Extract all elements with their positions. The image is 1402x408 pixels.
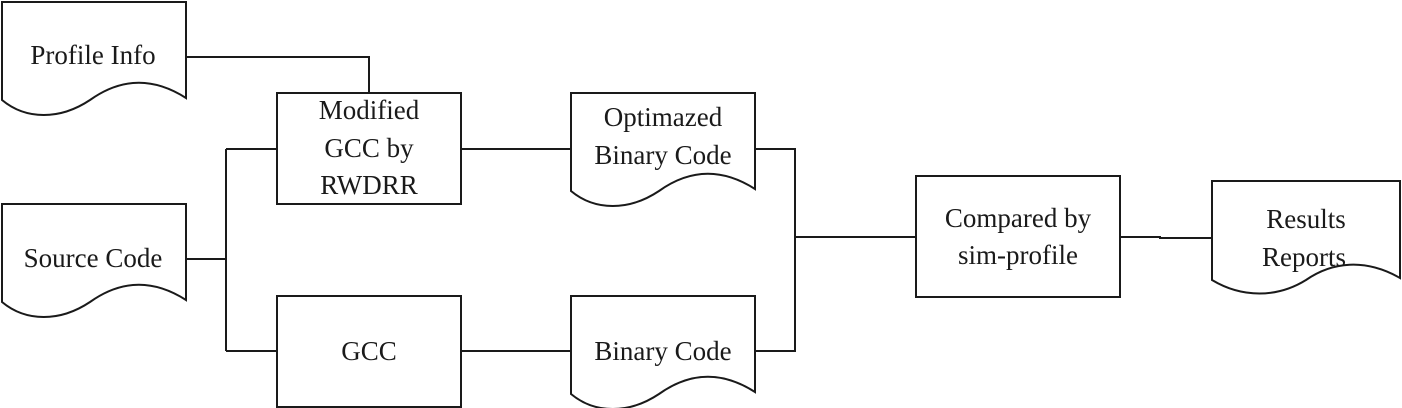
gcc-process: GCC [276, 295, 462, 408]
optimized-binary-line-2: Binary Code [594, 140, 731, 170]
connector-profile-to-modified-gcc [186, 56, 370, 93]
source-code-label: Source Code [24, 243, 163, 273]
modified-gcc-process: Modified GCC by RWDRR [276, 92, 462, 205]
source-code-document: Source Code [1, 203, 187, 318]
process-box [276, 92, 462, 205]
process-box [915, 175, 1121, 298]
compare-line-2: sim-profile [958, 240, 1078, 270]
document-shape [1, 1, 187, 116]
document-shape [570, 92, 756, 207]
modified-gcc-line-2: GCC by [324, 133, 414, 163]
document-shape [570, 295, 756, 408]
profile-info-label: Profile Info [30, 40, 155, 70]
connector-optimized-out [755, 148, 796, 352]
binary-code-document: Binary Code [570, 295, 756, 408]
process-box [276, 295, 462, 408]
document-shape [1211, 180, 1401, 295]
connector-compare-to-results [1120, 236, 1212, 239]
modified-gcc-line-1: Modified [319, 95, 420, 125]
results-line-2: Reports [1262, 242, 1346, 272]
compare-process: Compared by sim-profile [915, 175, 1121, 298]
results-line-1: Results [1266, 204, 1346, 234]
document-shape [1, 203, 187, 318]
optimized-binary-line-1: Optimazed [604, 102, 723, 132]
optimized-binary-document: Optimazed Binary Code [570, 92, 756, 207]
results-reports-document: Results Reports [1211, 180, 1401, 295]
compare-line-1: Compared by [945, 203, 1092, 233]
gcc-label: GCC [341, 336, 397, 366]
profile-info-document: Profile Info [1, 1, 187, 116]
modified-gcc-line-3: RWDRR [320, 170, 418, 200]
binary-code-label: Binary Code [594, 336, 731, 366]
connectors [186, 56, 1212, 352]
